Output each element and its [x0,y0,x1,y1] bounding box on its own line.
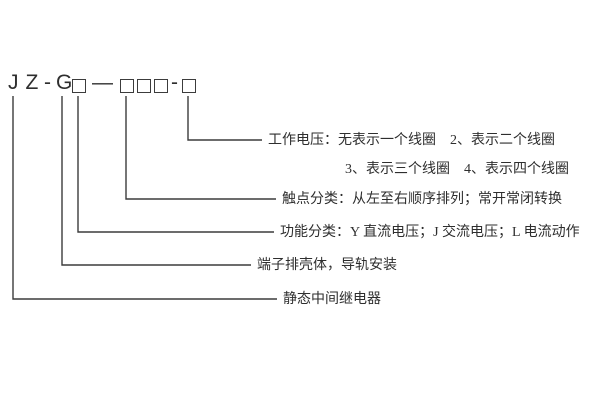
label-relay-type: 静态中间继电器 [283,292,381,307]
label-function-class: 功能分类：Y 直流电压；J 交流电压；L 电流动作 [280,225,580,240]
model-code-jz: JZ [8,71,46,94]
label-working-voltage-line2: 3、表示三个线圈 4、表示四个线圈 [345,162,569,177]
label-working-voltage-line1: 工作电压：无表示一个线圈 2、表示二个线圈 [268,133,555,148]
model-code-g: G [56,71,74,94]
connector-contact-class [125,96,276,200]
connector-housing [61,96,251,266]
label-contact-class: 触点分类：从左至右顺序排列；常开常闭转换 [282,192,562,207]
model-code-box-contact-3-icon [154,79,168,93]
model-code-box-function-icon [72,79,86,93]
model-code-box-contact-2-icon [137,79,151,93]
connector-relay-type [12,96,277,300]
model-code-box-voltage-icon [182,79,196,93]
model-code-dash1: - [44,71,52,94]
model-code-box-contact-1-icon [120,79,134,93]
connector-function-class [77,96,274,233]
model-code-dash3: - [171,71,179,94]
model-code-dash2: — [92,71,114,94]
connector-working-voltage [187,96,262,141]
label-housing: 端子排壳体，导轨安装 [257,258,397,273]
